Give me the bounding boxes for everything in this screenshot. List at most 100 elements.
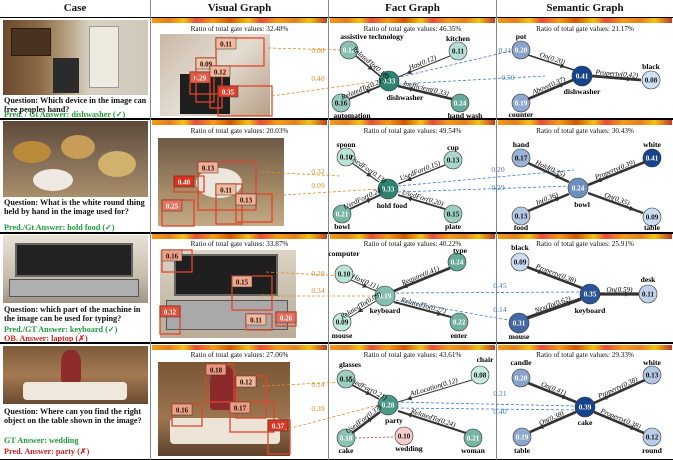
graph-node <box>443 150 463 170</box>
answer-line: Pred./GT Answer: keyboard (✓) <box>4 325 118 334</box>
edge-arrowhead <box>366 198 372 204</box>
case-photo-table <box>3 346 148 404</box>
graph-edge <box>349 300 377 318</box>
graph-node <box>377 394 399 416</box>
edge-label: On(0.35) <box>603 191 631 208</box>
node-value: 0.16 <box>335 100 348 108</box>
gate-strip <box>498 120 672 125</box>
region-score-badge <box>267 419 289 432</box>
region-score-badge <box>159 305 181 318</box>
link-weight: 0.40 <box>493 407 506 416</box>
link-weight: 0.48 <box>311 74 324 83</box>
node-value: 0.11 <box>642 291 655 299</box>
graph-node <box>450 93 470 113</box>
node-label: food <box>514 223 529 232</box>
region-box <box>197 161 257 211</box>
graph-node <box>378 70 400 92</box>
graph-edge <box>348 85 381 100</box>
region-score-badge <box>275 311 297 324</box>
graph-node <box>334 264 354 284</box>
edge-label: On(0.20) <box>539 51 567 67</box>
node-value: 0.20 <box>515 47 528 55</box>
edge-label: On(0.59) <box>606 286 633 294</box>
region-score: 0.11 <box>250 317 262 325</box>
ratio-label: Ratio of total gate values: 49.54% <box>363 127 462 135</box>
cross-graph-link <box>267 188 379 197</box>
node-value: 0.11 <box>452 48 465 56</box>
graph-node <box>332 312 352 332</box>
region-score-badge <box>209 65 231 78</box>
edge-arrowhead <box>630 425 636 430</box>
gate-strip <box>330 345 495 350</box>
edge-arrowhead <box>366 171 372 177</box>
cross-graph-link <box>397 169 575 187</box>
edge-arrowhead <box>626 76 633 82</box>
edge-arrowhead <box>625 291 630 297</box>
answer-line: Pred. / Gt Answer: dishwasher (✓) <box>4 110 126 119</box>
node-label: type <box>453 246 468 255</box>
region-score: 0.29 <box>194 75 207 83</box>
edge-arrowhead <box>357 307 364 313</box>
graph-edge <box>397 194 446 210</box>
graph-node <box>447 252 467 272</box>
edge-arrowhead <box>367 417 373 423</box>
graph-node <box>567 177 589 199</box>
node-label: hand wash <box>448 111 484 120</box>
node-value: 0.24 <box>451 259 464 267</box>
edge-label: Require(0.41) <box>400 264 441 287</box>
region-score: 0.13 <box>202 165 215 173</box>
region-score-badge <box>171 403 193 416</box>
node-value: 0.24 <box>454 100 467 108</box>
region-score-badge <box>229 401 251 414</box>
cross-graph-link <box>395 401 576 407</box>
node-value: 0.08 <box>474 372 487 380</box>
node-label: enter <box>451 331 468 340</box>
ratio-label: Ratio of total gate values: 27.06% <box>190 351 289 359</box>
region-score-badge <box>217 85 239 98</box>
node-label: bowl <box>574 200 590 209</box>
region-score: 0.35 <box>222 89 235 97</box>
node-value: 0.10 <box>338 271 351 279</box>
edge-arrowhead <box>436 311 443 316</box>
graph-node <box>336 147 356 167</box>
graph-edge <box>527 381 577 404</box>
edge-arrowhead <box>406 69 412 75</box>
cross-graph-link <box>271 81 373 97</box>
node-label: white <box>643 140 661 149</box>
graph-node <box>511 93 531 113</box>
ratio-label: Ratio of total gate values: 32.48% <box>190 25 289 33</box>
header-fact-graph: Fact Graph <box>385 2 440 14</box>
node-value: 0.08 <box>645 77 658 85</box>
region-score-badge <box>195 57 217 70</box>
link-weight: 0.34 <box>311 286 324 295</box>
node-value: 0.13 <box>447 157 460 165</box>
ratio-label: Ratio of total gate values: 30.43% <box>536 127 634 135</box>
node-label: dishwasher <box>564 87 601 96</box>
node-label: white <box>643 358 661 367</box>
edge-label: RelatedTo(0.18) <box>349 44 391 81</box>
edge-label: In(0.36) <box>534 190 560 207</box>
graph-node <box>508 312 530 334</box>
edge-arrowhead <box>362 283 368 288</box>
ratio-label: Ratio of total gate values: 20.03% <box>190 127 289 135</box>
region-box <box>229 401 275 433</box>
graph-edge <box>351 410 381 435</box>
graph-node <box>331 93 351 113</box>
column-rule <box>328 0 329 460</box>
region-score: 0.18 <box>210 367 223 375</box>
node-value: 0.10 <box>340 154 353 162</box>
node-label: mouse <box>509 332 530 341</box>
link-weight: 0.11 <box>498 46 511 55</box>
ratio-label: Ratio of total gate values: 40.22% <box>363 240 462 248</box>
edge-label: Property(0.38) <box>596 375 640 400</box>
graph-node <box>448 41 468 61</box>
graph-edge <box>351 384 380 400</box>
ratio-label: Ratio of total gate values: 25.91% <box>536 240 634 248</box>
node-value: 0.19 <box>516 434 529 442</box>
node-label: plate <box>445 222 462 231</box>
node-label: keyboard <box>575 306 607 315</box>
column-rule <box>496 0 497 460</box>
graph-node <box>394 426 414 446</box>
